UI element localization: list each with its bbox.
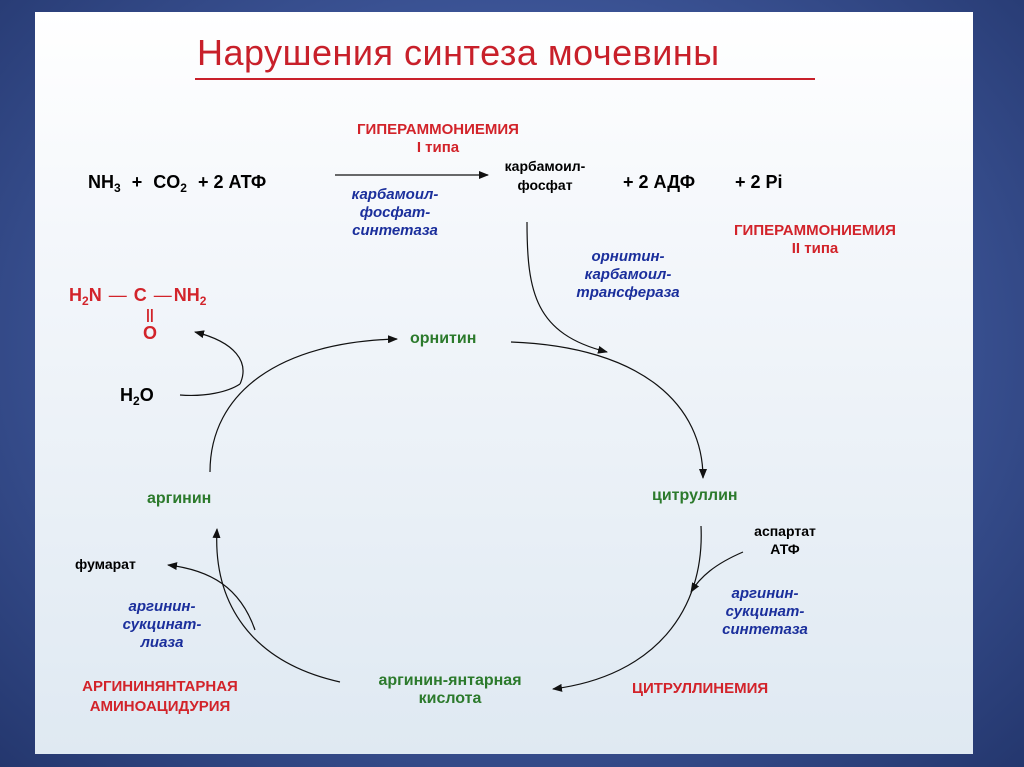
title-underline (195, 78, 815, 80)
urea-formula: H2N — C —NH2 (69, 285, 207, 308)
enzyme-cps: карбамоил- фосфат- синтетаза (335, 186, 455, 240)
hyperammonemia-2-label: ГИПЕРАММОНИЕМИЯ II типа (690, 222, 940, 258)
aspartate-input-arrow (690, 551, 744, 593)
enzyme-ass-line1: аргинин- (731, 585, 799, 602)
fumarate-output-arrow (167, 562, 256, 631)
enzyme-ass-line3: синтетаза (722, 621, 808, 638)
enzyme-ass: аргинин- сукцинат- синтетаза (700, 585, 830, 639)
phosphate-term: + 2 Pi (735, 172, 783, 192)
arginine-to-ornithine-arrow (209, 335, 398, 473)
urea-release-arrow (194, 330, 244, 385)
enzyme-cps-line1: карбамоил- (351, 186, 439, 203)
citrullinemia-label: ЦИТРУЛЛИНЕМИЯ (632, 680, 769, 697)
ornithine: орнитин (410, 330, 477, 347)
hyperammonemia-1-line2: I типа (416, 139, 460, 156)
reaction-substrates: NH3 + CO2 + 2 АТФ (88, 172, 266, 195)
enzyme-otc-line1: орнитин- (591, 248, 665, 265)
enzyme-cps-line3: синтетаза (352, 222, 438, 239)
enzyme-otc-line3: трансфераза (576, 284, 680, 301)
nh3: NH3 (88, 172, 121, 195)
enzyme-otc-line2: карбамоил- (584, 266, 672, 283)
argininosuccinate-line2: кислота (418, 690, 482, 707)
plus-sign: + (131, 172, 143, 192)
pathway-arrows (167, 171, 744, 692)
argininosuccinic-line2: АМИНОАЦИДУРИЯ (89, 698, 231, 715)
water: H2O (120, 385, 154, 408)
argininosuccinic-aciduria-label: АРГИНИНЯНТАРНАЯ АМИНОАЦИДУРИЯ (35, 677, 285, 717)
argininosuccinate-to-arginine-arrow (212, 528, 341, 683)
citrulline: цитруллин (652, 487, 738, 504)
atp-term: + 2 АТФ (197, 172, 267, 192)
slide: Нарушения синтеза мочевины (35, 12, 973, 754)
argininosuccinic-line1: АРГИНИНЯНТАРНАЯ (82, 678, 238, 695)
page-title: Нарушения синтеза мочевины (197, 32, 720, 73)
hyperammonemia-2-line2: II типа (791, 240, 839, 257)
enzyme-asl-line3: лиаза (140, 634, 184, 651)
carbamoyl-phosphate-arrow (526, 221, 608, 354)
hyperammonemia-1-label: ГИПЕРАММОНИЕМИЯ I типа (313, 121, 563, 157)
argininosuccinate: аргинин-янтарная кислота (340, 672, 560, 708)
enzyme-cps-line2: фосфат- (359, 204, 431, 221)
citrulline-to-argininosuccinate-arrow (552, 525, 702, 692)
enzyme-otc: орнитин- карбамоил- трансфераза (553, 248, 703, 302)
water-input-arrow (179, 383, 241, 397)
atp: АТФ (770, 541, 800, 557)
hyperammonemia-1-line1: ГИПЕРАММОНИЕМИЯ (357, 121, 519, 138)
urea-oxygen: O (143, 323, 158, 343)
hyperammonemia-2-line1: ГИПЕРАММОНИЕМИЯ (734, 222, 896, 239)
carbamoyl-phosphate: карбамоил- фосфат (485, 157, 605, 195)
aspartate-atp: аспартат АТФ (735, 522, 835, 558)
argininosuccinate-line1: аргинин-янтарная (378, 672, 522, 689)
aspartate: аспартат (754, 523, 816, 539)
enzyme-asl: аргинин- сукцинат- лиаза (97, 598, 227, 652)
co2: CO2 (153, 172, 187, 195)
ornithine-to-citrulline-arrow (510, 341, 707, 479)
reaction-byproducts: + 2 АДФ (623, 172, 696, 192)
enzyme-ass-line2: сукцинат- (725, 603, 805, 620)
enzyme-asl-line1: аргинин- (128, 598, 196, 615)
carbamoyl-phosphate-line2: фосфат (517, 177, 573, 193)
fumarate: фумарат (75, 556, 136, 572)
urea-double-bond: || (146, 306, 154, 322)
carbamoyl-phosphate-line1: карбамоил- (504, 158, 586, 174)
enzyme-asl-line2: сукцинат- (122, 616, 202, 633)
arginine: аргинин (147, 490, 212, 507)
